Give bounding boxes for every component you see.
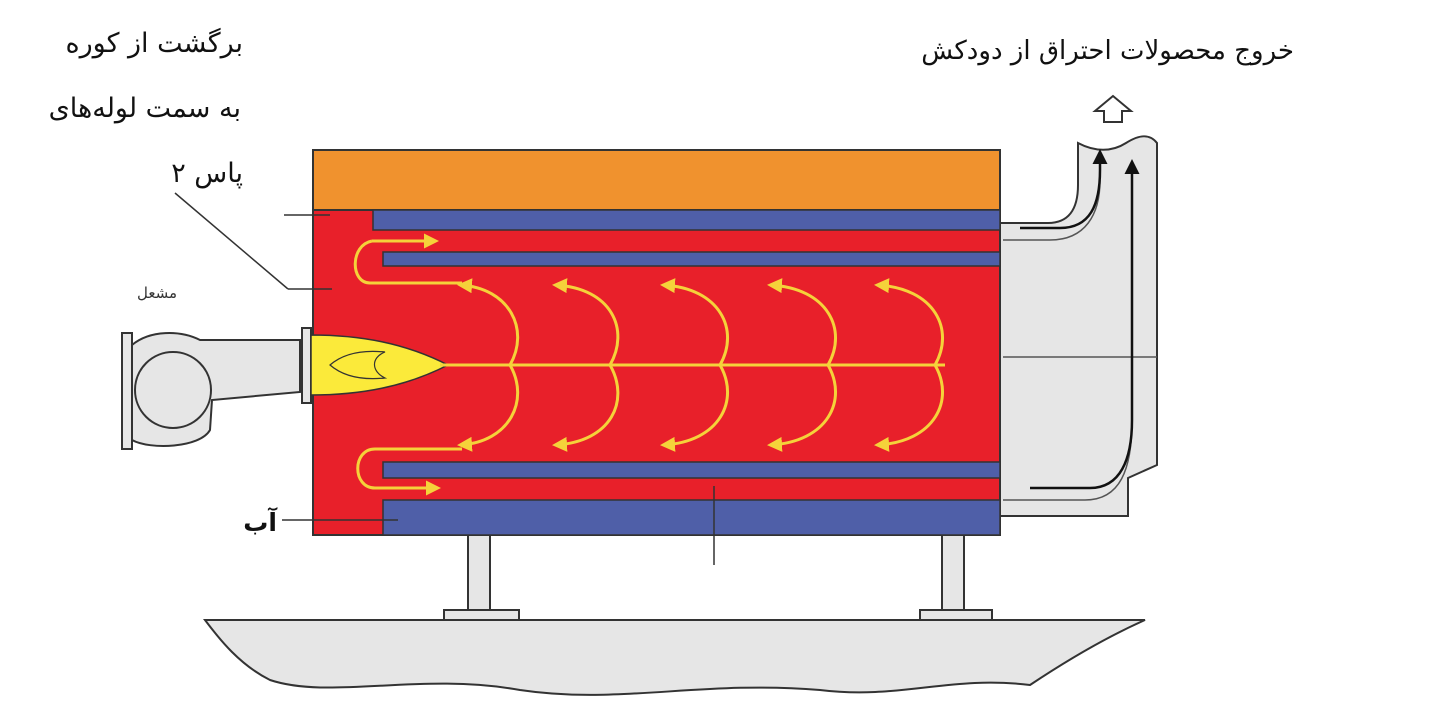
flow-arrows (353, 233, 945, 496)
exhaust-flow-arrow-1 (1020, 149, 1108, 230)
water-bottom (382, 499, 1001, 536)
flow-return-upper-inner (353, 239, 462, 285)
burner-fan (134, 351, 212, 429)
exhaust-flow-arrow-2 (1030, 159, 1140, 490)
exhaust-housing (999, 135, 1158, 517)
burner-mount-plate (121, 332, 133, 450)
flame-inner (329, 350, 388, 380)
flow-arrow-lower-4 (767, 364, 837, 452)
pointer-pass2-a (174, 192, 289, 290)
water-top (372, 209, 1001, 231)
flow-arrow-upper-2 (552, 278, 620, 366)
flow-arrow-upper-3 (660, 278, 730, 366)
support-leg-right (919, 534, 993, 621)
insulation-jacket (312, 149, 1001, 211)
flow-arrow-upper-5 (874, 278, 944, 366)
burner-label: مشعل (136, 284, 177, 302)
water-label: آب (243, 508, 277, 537)
hollow-up-arrow-icon (1092, 94, 1134, 123)
burner-flange (301, 327, 312, 404)
support-leg-left (443, 534, 520, 621)
tube-pass-top (382, 251, 1001, 267)
return-label-line1: برگشت از کوره (65, 28, 243, 59)
tube-pass-bottom (382, 461, 1001, 479)
ground-slab (202, 619, 1146, 696)
flow-arrow-lower-1 (457, 364, 520, 452)
flow-arrow-lower-3 (660, 364, 730, 452)
pass2-label: پاس ۲ (171, 158, 243, 189)
exhaust-label: خروج محصولات احتراق از دودکش (921, 36, 1294, 66)
flow-arrow-upper-4 (767, 278, 837, 366)
return-label-line2: به سمت لوله‌های (48, 93, 241, 124)
flow-arrow-upper-1 (457, 278, 520, 366)
flow-arrow-lower-2 (552, 364, 620, 452)
flow-arrow-lower-5 (874, 364, 944, 452)
flow-return-lower-inner (356, 447, 462, 490)
